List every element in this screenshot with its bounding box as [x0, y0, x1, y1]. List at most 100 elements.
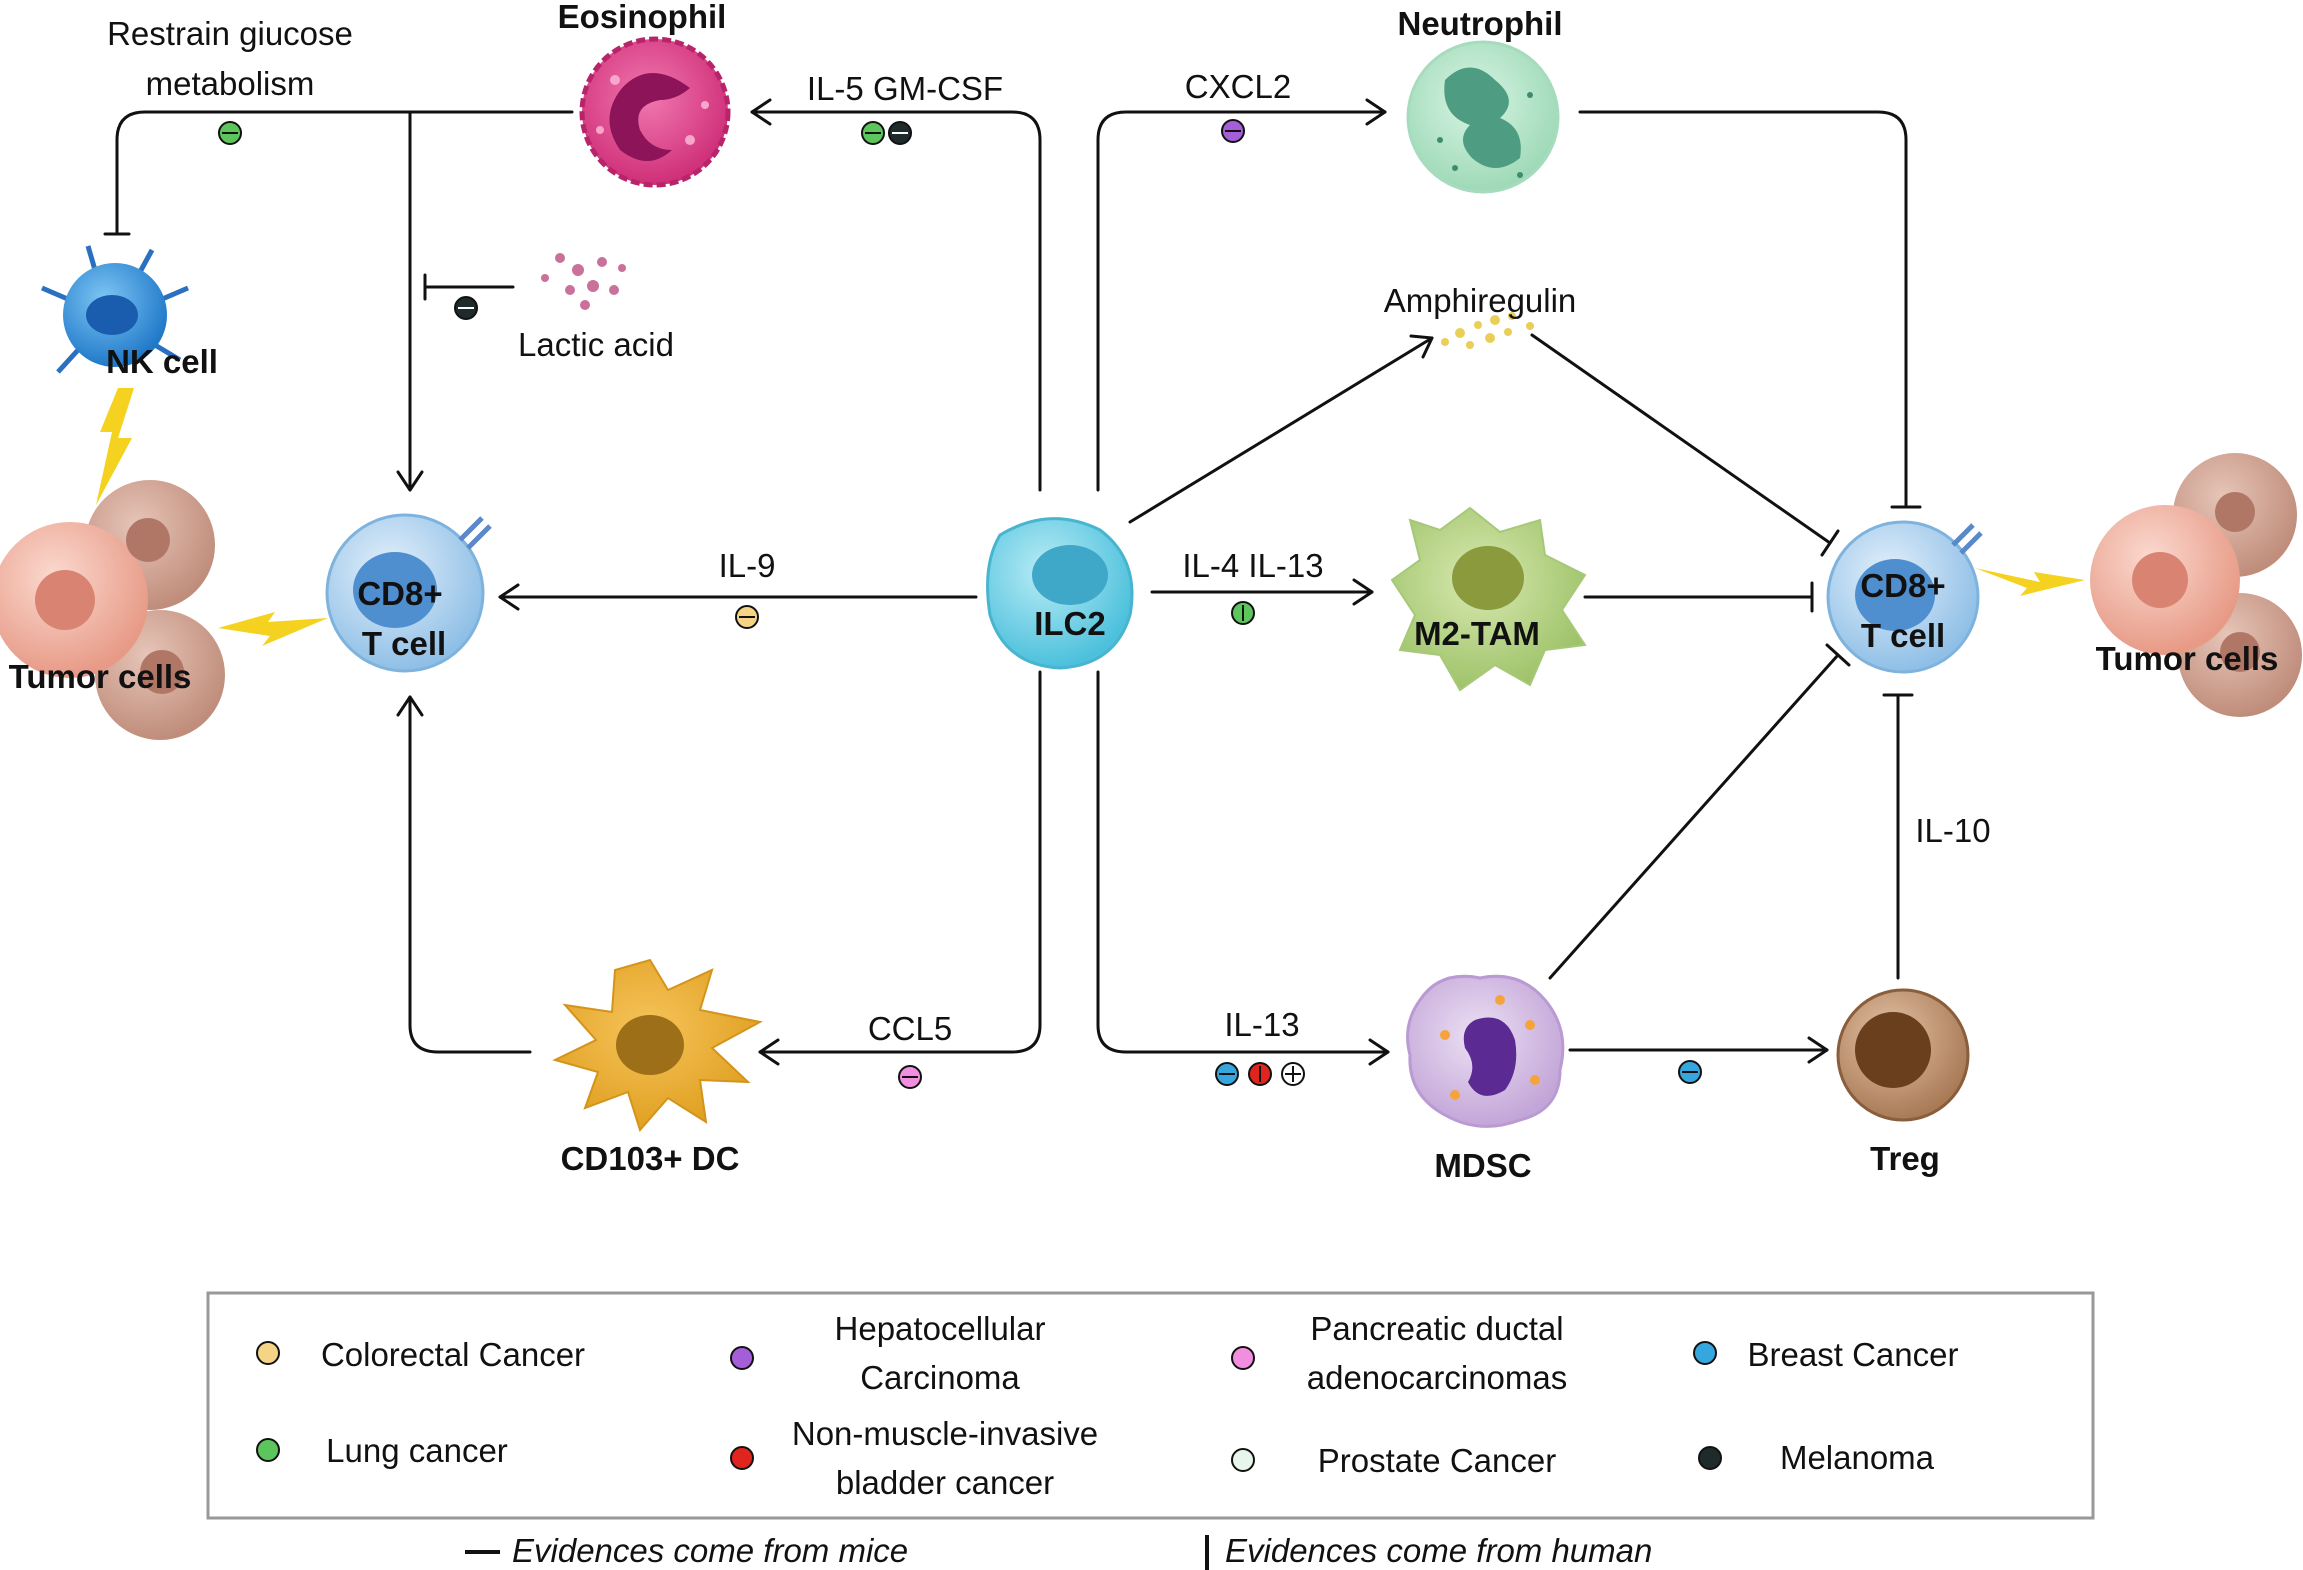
- tbar-amphiregulin: [1820, 529, 1840, 557]
- legend-swatch-melanoma: [1698, 1446, 1722, 1470]
- cd8-right-label-line2: T cell: [1861, 617, 1945, 654]
- marker-breast-mdsc-treg: [1678, 1060, 1702, 1084]
- marker-lung-il5: [861, 121, 885, 145]
- cd103-dc-label: CD103+ DC: [561, 1140, 740, 1177]
- path-neutrophil-to-cd8-right: [1578, 110, 1908, 507]
- il4-il13-label: IL-4 IL-13: [1182, 547, 1323, 584]
- legend-swatch-pancreatic: [1231, 1346, 1255, 1370]
- legend-swatch-hepatocellular: [730, 1346, 754, 1370]
- arrowhead-mdsc: [1368, 1038, 1390, 1066]
- marker-colorectal-il9: [735, 605, 759, 629]
- tbar-mdsc: [1825, 643, 1851, 667]
- legend-swatch-bladder: [730, 1446, 754, 1470]
- treg-label: Treg: [1870, 1140, 1940, 1177]
- il13-label: IL-13: [1224, 1006, 1299, 1043]
- cxcl2-label: CXCL2: [1185, 68, 1291, 105]
- restrain-label-line1: Restrain giucose: [107, 15, 353, 52]
- path-ilc2-to-amphiregulin: [1128, 336, 1434, 524]
- arrowhead-il9: [498, 583, 520, 611]
- legend-label-hepatocellular-line1: Hepatocellular: [835, 1310, 1046, 1347]
- lactic-acid-label: Lactic acid: [518, 326, 674, 363]
- marker-melanoma-lactic: [454, 296, 478, 320]
- legend-swatch-prostate: [1231, 1448, 1255, 1472]
- legend-swatch-breast: [1693, 1341, 1717, 1365]
- path-eosinophil-to-nk: [115, 110, 574, 234]
- restrain-label-line2: metabolism: [146, 65, 315, 102]
- marker-hepatocellular-cxcl2: [1221, 119, 1245, 143]
- eosinophil-label: Eosinophil: [558, 0, 727, 35]
- nk-cell-label: NK cell: [106, 343, 218, 380]
- tumor-cells-right-label: Tumor cells: [2096, 640, 2279, 677]
- cd8-t-cell-left-icon: [325, 513, 492, 673]
- neutrophil-label: Neutrophil: [1398, 5, 1563, 42]
- disease-markers: [218, 119, 1702, 1089]
- human-evidence-note: Evidences come from human: [1225, 1532, 1652, 1569]
- nk-cell-icon: [41, 245, 189, 374]
- marker-lung-il4: [1231, 601, 1255, 625]
- path-ilc2-to-eosinophil: [750, 110, 1042, 492]
- path-ilc2-to-neutrophil: [1096, 110, 1387, 492]
- legend-label-hepatocellular-line2: Carcinoma: [860, 1359, 1020, 1396]
- amphiregulin-molecules-icon: [1441, 312, 1534, 349]
- tumor-cells-left-icon: [0, 480, 225, 740]
- marker-pancreatic-ccl5: [898, 1065, 922, 1089]
- ilc2-cell-icon: [986, 517, 1134, 670]
- tumor-cells-left-label: Tumor cells: [9, 658, 192, 695]
- arrowhead-dc: [758, 1038, 780, 1066]
- lightning-icon-nk: [96, 388, 134, 505]
- eosinophil-cell-icon: [579, 36, 731, 188]
- mdsc-cell-icon: [1406, 974, 1565, 1128]
- lactic-acid-molecules-icon: [541, 253, 626, 310]
- marker-melanoma-il5: [888, 121, 912, 145]
- amphiregulin-label: Amphiregulin: [1384, 282, 1577, 319]
- legend-swatch-lung: [256, 1438, 280, 1462]
- mice-evidence-note: Evidences come from mice: [512, 1532, 908, 1569]
- legend-swatch-colorectal: [256, 1341, 280, 1365]
- il10-label: IL-10: [1915, 812, 1990, 849]
- arrowhead-cd8-left-top: [396, 470, 424, 492]
- il9-label: IL-9: [719, 547, 776, 584]
- arrowhead-neutrophil: [1365, 98, 1387, 126]
- legend-label-melanoma: Melanoma: [1780, 1439, 1935, 1476]
- legend-label-breast: Breast Cancer: [1748, 1336, 1959, 1373]
- arrowhead-cd8-left-bottom: [396, 695, 424, 717]
- ccl5-label: CCL5: [868, 1010, 952, 1047]
- cd103-dc-cell-icon: [552, 958, 763, 1132]
- lightning-bolts: [96, 388, 2085, 646]
- path-dc-to-cd8-left: [408, 695, 532, 1054]
- legend-box: [206, 1291, 2095, 1520]
- marker-human-plus-il13: [1281, 1062, 1305, 1086]
- ilc2-label: ILC2: [1034, 605, 1106, 642]
- cd8-left-label-line2: T cell: [362, 625, 446, 662]
- arrowhead-eosinophil: [750, 98, 772, 126]
- arrowhead-treg: [1807, 1036, 1829, 1064]
- marker-bladder-il13: [1248, 1062, 1272, 1086]
- cd8-t-cell-right-icon: [1826, 520, 1983, 674]
- legend-label-colorectal: Colorectal Cancer: [321, 1336, 585, 1373]
- legend-label-prostate: Prostate Cancer: [1318, 1442, 1556, 1479]
- legend-label-lung: Lung cancer: [326, 1432, 508, 1469]
- path-ilc2-to-mdsc: [1096, 670, 1390, 1054]
- cd8-left-label-line1: CD8+: [357, 575, 442, 612]
- treg-cell-icon: [1836, 988, 1970, 1122]
- legend: Colorectal Cancer Hepatocellular Carcino…: [206, 1291, 2095, 1570]
- path-ilc2-to-dc: [758, 670, 1042, 1054]
- arrowhead-amphiregulin: [1409, 334, 1434, 359]
- lightning-icon-right: [1975, 568, 2085, 596]
- marker-breast-il13: [1215, 1062, 1239, 1086]
- m2-tam-label: M2-TAM: [1414, 615, 1540, 652]
- path-mdsc-to-cd8-right: [1548, 653, 1840, 980]
- lightning-icon-left: [218, 612, 328, 646]
- il5-gmcsf-label: IL-5 GM-CSF: [807, 70, 1003, 107]
- connector-lines: [103, 98, 1922, 1066]
- m2-tam-cell-icon: [1390, 506, 1587, 692]
- path-amphiregulin-to-cd8-right: [1530, 333, 1832, 545]
- legend-label-pancreatic-line1: Pancreatic ductal: [1310, 1310, 1563, 1347]
- legend-label-bladder-line1: Non-muscle-invasive: [792, 1415, 1098, 1452]
- mdsc-label: MDSC: [1434, 1147, 1531, 1184]
- cd8-right-label-line1: CD8+: [1860, 567, 1945, 604]
- legend-label-bladder-line2: bladder cancer: [836, 1464, 1054, 1501]
- tumor-cells-right-icon: [2090, 453, 2302, 717]
- legend-label-pancreatic-line2: adenocarcinomas: [1307, 1359, 1568, 1396]
